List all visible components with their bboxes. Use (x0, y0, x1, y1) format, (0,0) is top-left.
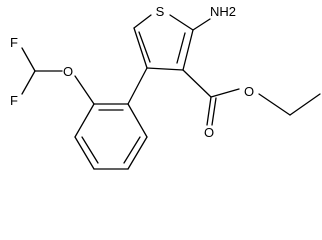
bond-ar5-ar6 (127, 136, 148, 170)
bond-carbonyl-ester-o (210, 88, 240, 98)
bond-carbonyl-o-double-1 (206, 96, 212, 126)
bond-c3-c2-double (176, 32, 186, 64)
bond-c5-c4-double (138, 31, 151, 63)
bonds (21, 14, 321, 170)
bond-c2-n (192, 18, 211, 31)
bond-c3-carbonyl (182, 69, 212, 98)
atom-amino-group: NH2 (210, 4, 236, 19)
bond-c3-c2 (182, 29, 194, 71)
bond-s-c5 (133, 14, 152, 29)
atom-fluorine-bottom: F (10, 93, 18, 108)
atom-ester-oxygen: O (244, 84, 254, 99)
atom-labels: S NH2 F F O O O (10, 4, 254, 140)
bond-c5-c4 (133, 27, 148, 69)
chemical-structure: S NH2 F F O O O (10, 4, 321, 170)
bond-ar5-ar6-inner (123, 136, 141, 164)
atom-sulfur: S (156, 4, 165, 19)
bond-ar2-o (74, 75, 95, 105)
atom-ether-oxygen: O (63, 64, 73, 79)
bond-ar6-ar1 (127, 103, 148, 138)
atom-fluorine-top: F (10, 35, 18, 50)
bond-carbonyl-o-double-2 (211, 97, 217, 126)
bond-c2-s (169, 14, 194, 31)
bond-ester-o-ch2 (258, 93, 291, 116)
bond-chf2-f-top (21, 47, 36, 72)
bond-ch2-ch3 (289, 93, 321, 116)
bond-ar3-ar4-inner (81, 136, 99, 164)
bond-c4-c3 (146, 67, 184, 71)
atom-carbonyl-oxygen: O (204, 125, 214, 140)
bond-ar2-ar3 (74, 103, 95, 138)
bond-ar3-ar4 (74, 136, 95, 170)
bond-chf2-f-bottom (21, 70, 36, 95)
bond-c4-aryl (127, 67, 148, 105)
